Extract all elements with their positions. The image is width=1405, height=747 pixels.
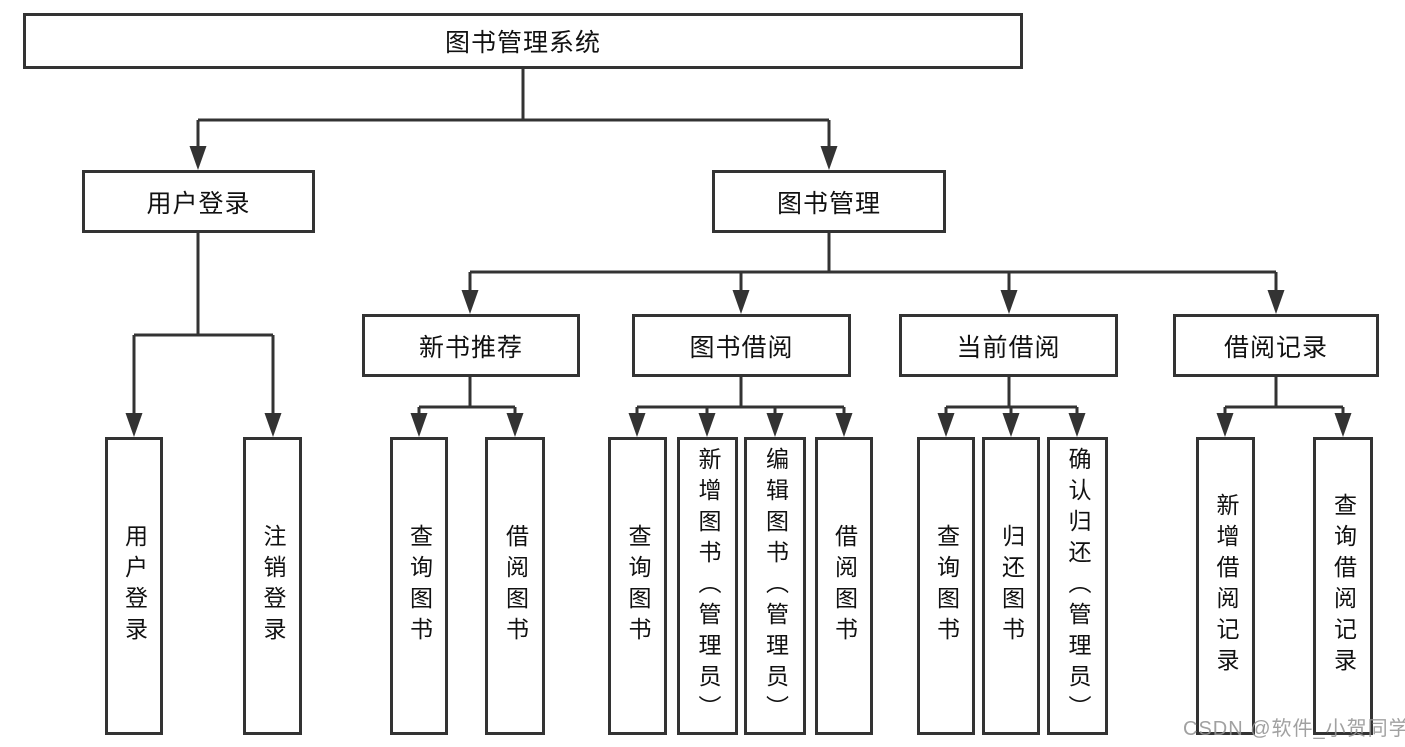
arrowheads-new-book-recommend-children — [410, 413, 524, 437]
leaf-label: 归还图书 — [998, 524, 1025, 648]
leaf-borrow-books-recommend: 借阅图书 — [485, 437, 545, 735]
node-label: 新书推荐 — [418, 333, 523, 362]
node-label: 图书借阅 — [689, 333, 794, 362]
connector-new-book-recommend-children — [417, 377, 517, 414]
leaf-label: 借阅图书 — [831, 524, 858, 648]
leaf-label: 编辑图书（管理员） — [762, 446, 789, 726]
connector-current-borrowing-children — [944, 377, 1079, 414]
node-book-management-system: 图书管理系统 — [23, 13, 1023, 69]
arrowheads-current-borrowing-children — [937, 413, 1086, 437]
leaf-confirm-return-admin: 确认归还（管理员） — [1047, 437, 1108, 735]
leaf-query-borrow-record: 查询借阅记录 — [1313, 437, 1373, 735]
leaf-label: 确认归还（管理员） — [1065, 446, 1091, 726]
connector-book-borrowing-children — [635, 377, 846, 414]
node-user-login: 用户登录 — [82, 170, 315, 233]
node-label: 用户登录 — [146, 189, 251, 218]
node-current-borrowing: 当前借阅 — [899, 314, 1118, 377]
leaf-label: 查询借阅记录 — [1330, 493, 1357, 679]
arrowheads-borrowing-records-children — [1216, 413, 1352, 437]
leaf-label: 借阅图书 — [502, 524, 529, 648]
node-borrowing-records: 借阅记录 — [1173, 314, 1379, 377]
leaf-edit-books-admin: 编辑图书（管理员） — [744, 437, 806, 735]
leaf-label: 用户登录 — [121, 524, 148, 648]
leaf-label: 查询图书 — [933, 524, 960, 648]
connector-borrowing-records-children — [1223, 377, 1345, 414]
leaf-query-books-recommend: 查询图书 — [390, 437, 448, 735]
leaf-query-books-current: 查询图书 — [917, 437, 975, 735]
node-book-management: 图书管理 — [712, 170, 946, 233]
leaf-logout: 注销登录 — [243, 437, 302, 735]
connector-root-to-level2 — [196, 69, 831, 147]
leaf-label: 注销登录 — [260, 524, 286, 648]
leaf-add-borrow-record: 新增借阅记录 — [1196, 437, 1255, 735]
node-label: 当前借阅 — [956, 333, 1061, 362]
arrowheads-book-borrowing-children — [628, 413, 853, 437]
node-label: 图书管理 — [776, 189, 881, 218]
node-label: 图书管理系统 — [444, 29, 601, 57]
leaf-add-books-admin: 新增图书（管理员） — [677, 437, 738, 735]
node-book-borrowing: 图书借阅 — [632, 314, 851, 377]
leaf-label: 查询图书 — [406, 524, 433, 648]
arrowheads-book-management-children — [461, 290, 1285, 314]
leaf-label: 新增借阅记录 — [1213, 493, 1239, 679]
node-label: 借阅记录 — [1223, 333, 1328, 362]
leaf-user-login: 用户登录 — [105, 437, 163, 735]
arrowheads-root-to-level2 — [189, 146, 838, 170]
connector-user-login-children — [132, 233, 275, 414]
leaf-query-books-borrowing: 查询图书 — [608, 437, 667, 735]
leaf-borrow-books-borrowing: 借阅图书 — [815, 437, 873, 735]
leaf-label: 新增图书（管理员） — [695, 446, 721, 726]
leaf-label: 查询图书 — [625, 524, 651, 648]
arrowheads-user-login-children — [125, 413, 282, 437]
connector-book-management-children — [468, 233, 1278, 291]
leaf-return-books: 归还图书 — [982, 437, 1040, 735]
node-new-book-recommend: 新书推荐 — [362, 314, 580, 377]
csdn-watermark: CSDN @软件_小贺同学 — [1183, 718, 1405, 740]
